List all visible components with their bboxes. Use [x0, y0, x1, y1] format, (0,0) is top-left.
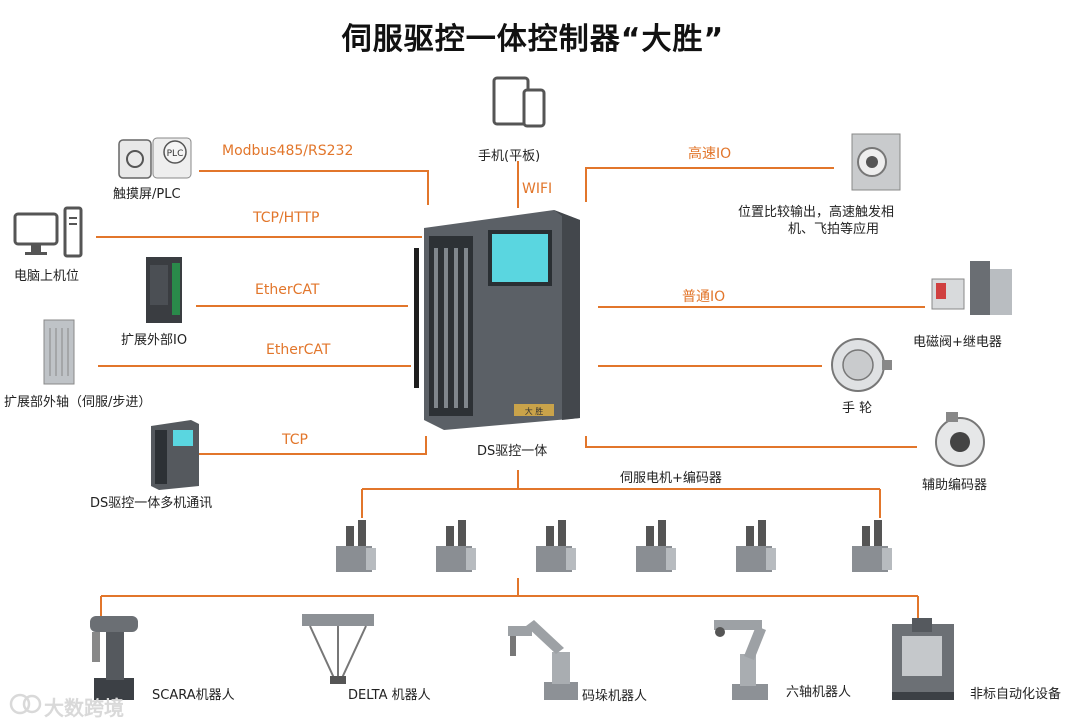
- servo-motor-icon: [332, 518, 380, 576]
- ethercat-link-label-2: EtherCAT: [266, 342, 331, 358]
- valve-relay-icon: [928, 255, 1018, 321]
- svg-text:PLC: PLC: [167, 149, 184, 159]
- normal-io-link-label: 普通IO: [682, 289, 726, 305]
- scara-robot-icon: [80, 608, 150, 704]
- servo-motor-icon: [632, 518, 680, 576]
- touch-plc-label: 触摸屏/PLC: [113, 187, 181, 202]
- modbus-link-label: Modbus485/RS232: [222, 143, 354, 159]
- robot-label-palletizing: 码垛机器人: [582, 689, 648, 704]
- delta-robot-icon: [296, 610, 380, 690]
- servo-motor-icon: [732, 518, 780, 576]
- high-io-link-label: 高速IO: [688, 146, 732, 162]
- camera-label-line2: 机、飞拍等应用: [788, 222, 880, 237]
- aux-encoder-icon: [930, 410, 990, 470]
- ext-axis-label: 扩展部外轴（伺服/步进）: [4, 395, 152, 410]
- wifi-link-label: WIFI: [522, 181, 553, 197]
- multi-controller-icon: [147, 418, 203, 490]
- tablet-phone-label: 手机(平板): [478, 149, 541, 164]
- tcp-link-label: TCP: [282, 432, 308, 448]
- motor-bus-label: 伺服电机+编码器: [620, 471, 722, 486]
- tcp-http-link-label: TCP/HTTP: [253, 210, 320, 226]
- tablet-phone-icon: [492, 76, 548, 128]
- camera-label-line1: 位置比较输出，高速触发相: [738, 205, 895, 220]
- ethercat-link-label-1: EtherCAT: [255, 282, 320, 298]
- servo-motor-icon: [532, 518, 580, 576]
- controller-label: DS驱控一体: [477, 444, 548, 459]
- valve-relay-label: 电磁阀+继电器: [913, 335, 1002, 350]
- automation-equipment-icon: [888, 614, 960, 702]
- touch-plc-icon: PLC: [117, 136, 197, 184]
- six-axis-robot-icon: [710, 614, 780, 704]
- handwheel-label: 手 轮: [842, 401, 873, 416]
- multi-controller-label: DS驱控一体多机通讯: [90, 496, 213, 511]
- controller-device: 大 胜: [404, 208, 600, 434]
- servo-motor-icon: [848, 518, 896, 576]
- robot-label-six-axis: 六轴机器人: [786, 685, 852, 700]
- pc-label: 电脑上机位: [14, 269, 80, 284]
- svg-text:大 胜: 大 胜: [525, 406, 544, 416]
- page-title: 伺服驱控一体控制器“大胜”: [341, 22, 725, 57]
- antenna-icon: [414, 248, 419, 388]
- pc-icon: [13, 206, 85, 260]
- ext-axis-icon: [42, 318, 78, 386]
- camera-icon: [842, 128, 908, 194]
- ext-io-label: 扩展外部IO: [121, 333, 188, 348]
- palletizing-robot-icon: [500, 612, 584, 704]
- robot-label-delta: DELTA 机器人: [348, 688, 431, 703]
- robot-label-automation: 非标自动化设备: [970, 687, 1062, 702]
- robot-label-scara: SCARA机器人: [152, 688, 235, 703]
- ext-io-icon: [144, 255, 188, 325]
- watermark-logo-icon: [8, 692, 42, 720]
- watermark-text: 大数跨境: [44, 696, 124, 720]
- servo-motor-icon: [432, 518, 480, 576]
- handwheel-icon: [828, 332, 894, 398]
- aux-encoder-label: 辅助编码器: [922, 478, 988, 493]
